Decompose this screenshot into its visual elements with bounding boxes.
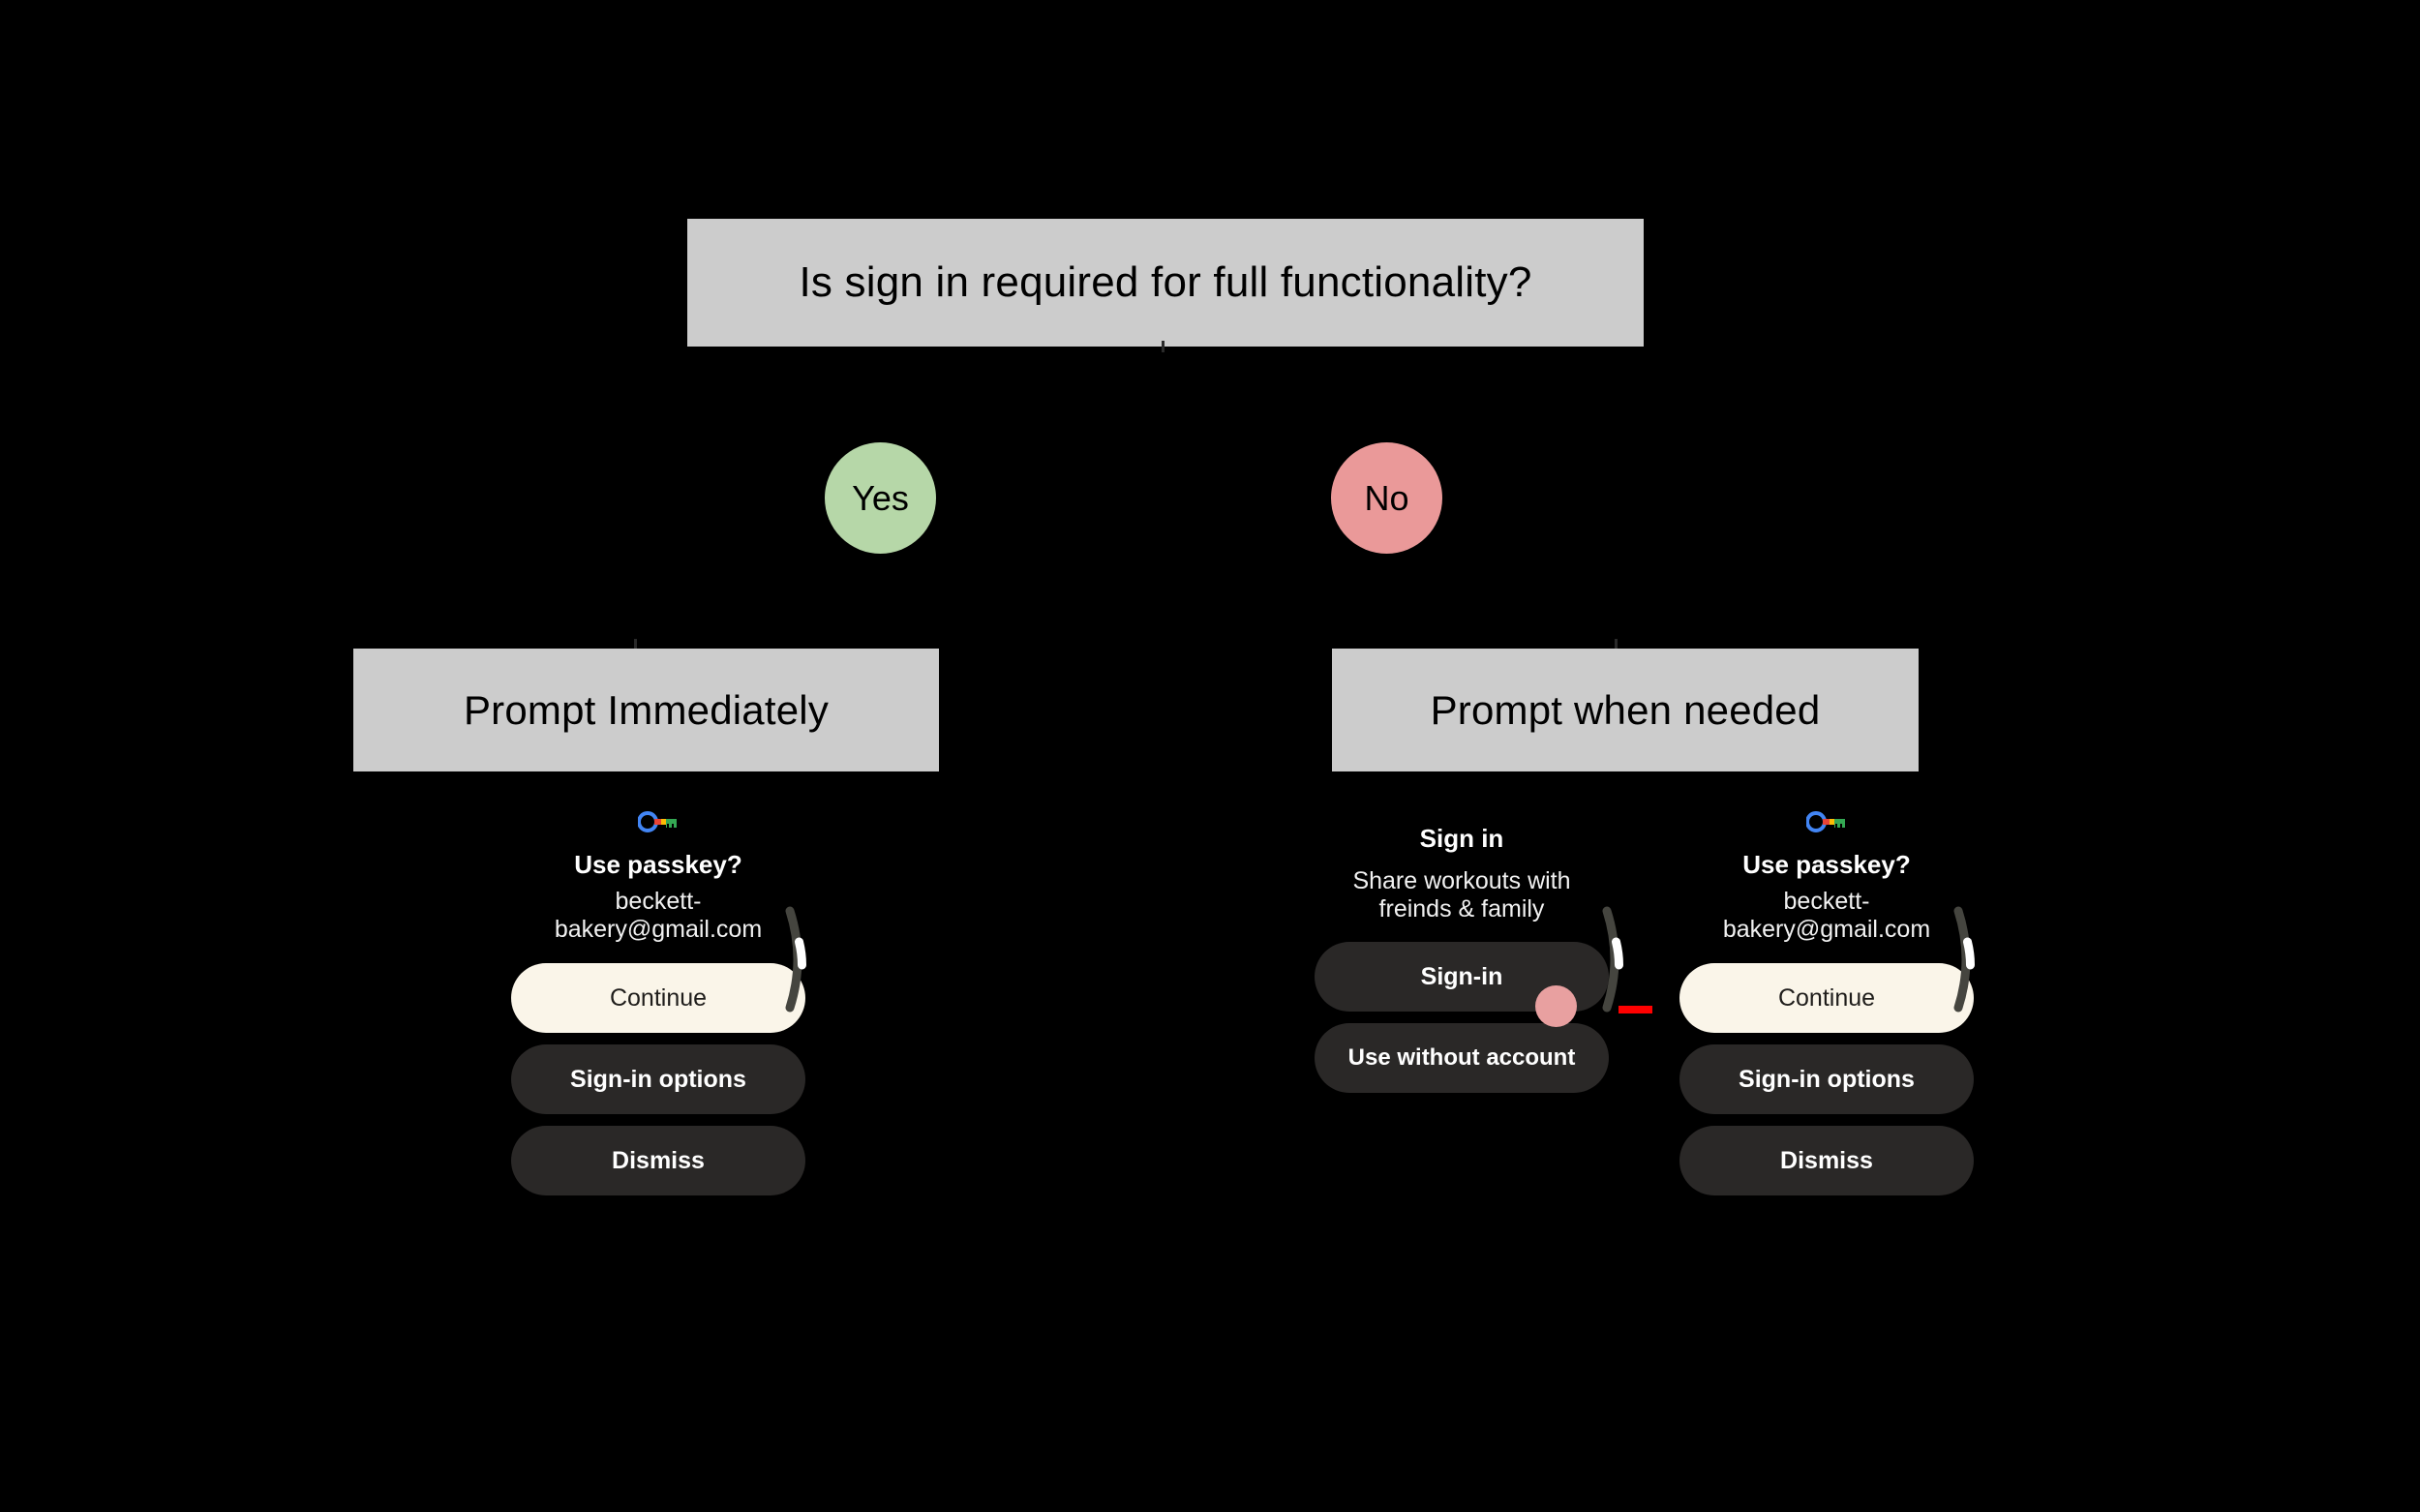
signin-subtitle: Share workouts with freinds & family [1352,866,1571,923]
outcome-label-prompt-when-needed: Prompt when needed [1430,686,1821,733]
passkey-screen-left: Use passkey? beckett-bakery@gmail.com Co… [484,811,832,1195]
outcome-label-prompt-immediately: Prompt Immediately [463,686,830,733]
signin-title: Sign in [1419,824,1504,853]
passkey-screen-right: Use passkey? beckett-bakery@gmail.com Co… [1652,811,2001,1195]
rotary-scrollbar-right[interactable] [1951,905,1981,1018]
passkey-title-right: Use passkey? [1742,850,1911,879]
google-passkey-icon [637,811,679,837]
sign-in-options-button-right[interactable]: Sign-in options [1679,1043,1974,1114]
dismiss-button-right[interactable]: Dismiss [1679,1125,1974,1195]
signin-screen: Sign in Share workouts with freinds & fa… [1312,824,1612,1093]
google-passkey-icon [1805,811,1847,837]
dismiss-button-left[interactable]: Dismiss [511,1125,805,1195]
passkey-account-left: beckett-bakery@gmail.com [554,887,763,944]
branch-label-yes: Yes [852,477,909,518]
page-title: Is sign in required for full functionali… [799,258,1532,306]
decision-title-box: Is sign in required for full functionali… [687,219,1644,347]
decision-branch-yes: Yes [825,442,936,554]
rotary-scrollbar-left[interactable] [782,905,813,1018]
touch-indicator-dot [1535,985,1577,1027]
connector-no-down [1615,639,1618,652]
use-without-account-button[interactable]: Use without account [1315,1022,1609,1093]
outcome-box-prompt-when-needed: Prompt when needed [1332,649,1919,771]
continue-button-left[interactable]: Continue [511,962,805,1033]
outcome-box-prompt-immediately: Prompt Immediately [353,649,939,771]
connector-title-down [1162,341,1165,352]
passkey-account-right: beckett-bakery@gmail.com [1722,887,1931,944]
sign-in-options-button-left[interactable]: Sign-in options [511,1043,805,1114]
rotary-scrollbar-middle[interactable] [1599,905,1630,1018]
continue-button-right[interactable]: Continue [1679,962,1974,1033]
branch-label-no: No [1364,477,1409,518]
passkey-title-left: Use passkey? [574,850,742,879]
connector-yes-down [634,639,637,652]
decision-branch-no: No [1331,442,1442,554]
